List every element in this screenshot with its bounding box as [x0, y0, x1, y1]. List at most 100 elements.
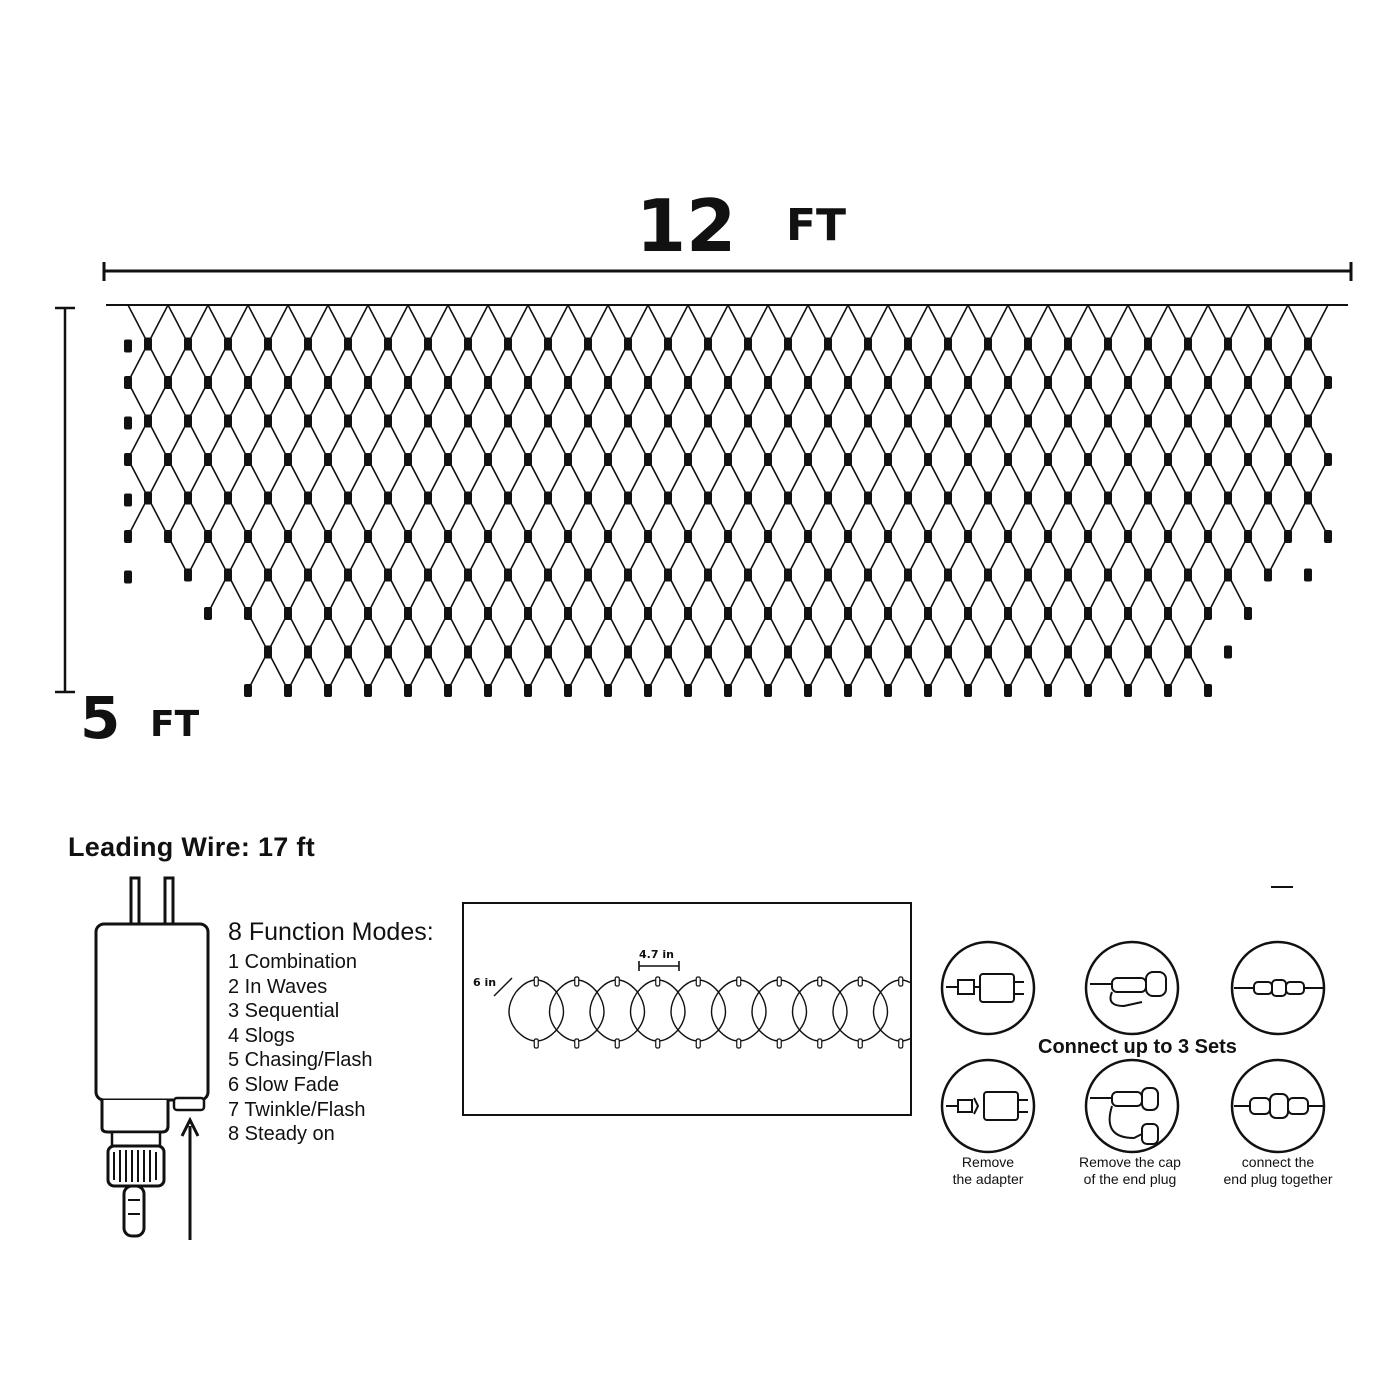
- bulb-icon: [504, 568, 512, 582]
- bulb-icon: [544, 568, 552, 582]
- bulb-icon: [284, 684, 292, 697]
- bulb-icon: [1244, 376, 1252, 389]
- bulb-icon: [124, 339, 132, 353]
- bulb-icon: [624, 414, 632, 428]
- bulb-icon: [1224, 414, 1232, 428]
- bulb-icon: [1144, 337, 1152, 351]
- bulb-icon: [1264, 337, 1272, 351]
- bulb-icon: [984, 645, 992, 659]
- height-dimension-unit: FT: [150, 704, 200, 745]
- bulb-icon: [564, 607, 572, 620]
- mode-item: 7 Twinkle/Flash: [228, 1098, 366, 1121]
- bulb-icon: [1244, 530, 1252, 543]
- bulb-icon: [1004, 376, 1012, 389]
- bulb-icon: [344, 645, 352, 659]
- bulb-icon: [524, 607, 532, 620]
- bulb-icon: [1084, 376, 1092, 389]
- bulb-icon: [1044, 453, 1052, 466]
- bulb-icon: [984, 491, 992, 505]
- bulb-icon: [724, 607, 732, 620]
- bulb-icon: [804, 453, 812, 466]
- bulb-icon: [1184, 568, 1192, 582]
- bulb-icon: [1064, 645, 1072, 659]
- height-dimension-value: 5: [80, 684, 121, 752]
- bulb-icon: [284, 376, 292, 389]
- bulb-icon: [844, 376, 852, 389]
- bulb-icon: [1204, 453, 1212, 466]
- bulb-icon: [944, 414, 952, 428]
- bulb-icon: [614, 976, 620, 987]
- step-caption-connect-plugs: connect the end plug together: [1223, 1154, 1333, 1187]
- bulb-icon: [244, 530, 252, 543]
- bulb-icon: [804, 684, 812, 697]
- bulb-icon: [1164, 376, 1172, 389]
- bulb-icon: [624, 491, 632, 505]
- bulb-icon: [424, 414, 432, 428]
- bulb-icon: [144, 491, 152, 505]
- bulb-icon: [204, 530, 212, 543]
- bulb-icon: [224, 414, 232, 428]
- bulb-icon: [864, 414, 872, 428]
- bulb-icon: [944, 337, 952, 351]
- bulb-icon: [776, 976, 782, 987]
- bulb-icon: [684, 684, 692, 697]
- bulb-icon: [984, 414, 992, 428]
- bulb-icon: [564, 453, 572, 466]
- bulb-icon: [724, 376, 732, 389]
- bulb-icon: [884, 530, 892, 543]
- bulb-icon: [384, 337, 392, 351]
- bulb-icon: [655, 976, 661, 987]
- bulb-icon: [784, 568, 792, 582]
- bulb-icon: [1244, 607, 1252, 620]
- bulb-icon: [1144, 568, 1152, 582]
- bulb-icon: [1044, 530, 1052, 543]
- bulb-icon: [464, 645, 472, 659]
- bulb-icon: [364, 453, 372, 466]
- bulb-icon: [584, 491, 592, 505]
- bulb-icon: [1044, 684, 1052, 697]
- bulb-icon: [824, 337, 832, 351]
- bulb-icon: [184, 414, 192, 428]
- bulb-icon: [744, 645, 752, 659]
- bulb-icon: [504, 491, 512, 505]
- bulb-icon: [224, 337, 232, 351]
- bulb-icon: [1004, 453, 1012, 466]
- bulb-icon: [1104, 645, 1112, 659]
- connect-sets-title: Connect up to 3 Sets: [1038, 1036, 1237, 1058]
- bulb-icon: [1104, 491, 1112, 505]
- bulb-icon: [744, 414, 752, 428]
- bulb-icon: [776, 1038, 782, 1049]
- bulb-icon: [264, 645, 272, 659]
- bulb-icon: [624, 568, 632, 582]
- bulb-icon: [844, 453, 852, 466]
- net-light-grid: [106, 304, 1348, 697]
- bulb-icon: [1184, 645, 1192, 659]
- bulb-icon: [264, 568, 272, 582]
- adapter-icon: [940, 940, 1036, 1036]
- bulb-icon: [1084, 453, 1092, 466]
- bulb-icon: [884, 376, 892, 389]
- mode-item: 6 Slow Fade: [228, 1073, 340, 1096]
- bulb-icon: [444, 376, 452, 389]
- bulb-icon: [344, 491, 352, 505]
- bulb-icon: [384, 568, 392, 582]
- bulb-icon: [564, 684, 572, 697]
- bulb-icon: [1264, 568, 1272, 582]
- bulb-icon: [184, 568, 192, 582]
- bulb-icon: [857, 1038, 863, 1049]
- bulb-icon: [304, 568, 312, 582]
- bulb-icon: [304, 337, 312, 351]
- bulb-icon: [844, 684, 852, 697]
- bulb-icon: [1284, 530, 1292, 543]
- bulb-icon: [384, 414, 392, 428]
- bulb-icon: [904, 337, 912, 351]
- bulb-icon: [464, 337, 472, 351]
- bulb-icon: [764, 376, 772, 389]
- bulb-icon: [444, 607, 452, 620]
- bulb-icon: [204, 376, 212, 389]
- bulb-icon: [664, 414, 672, 428]
- bulb-icon: [484, 684, 492, 697]
- bulb-icon: [964, 530, 972, 543]
- bulb-icon: [857, 976, 863, 987]
- bulb-icon: [284, 453, 292, 466]
